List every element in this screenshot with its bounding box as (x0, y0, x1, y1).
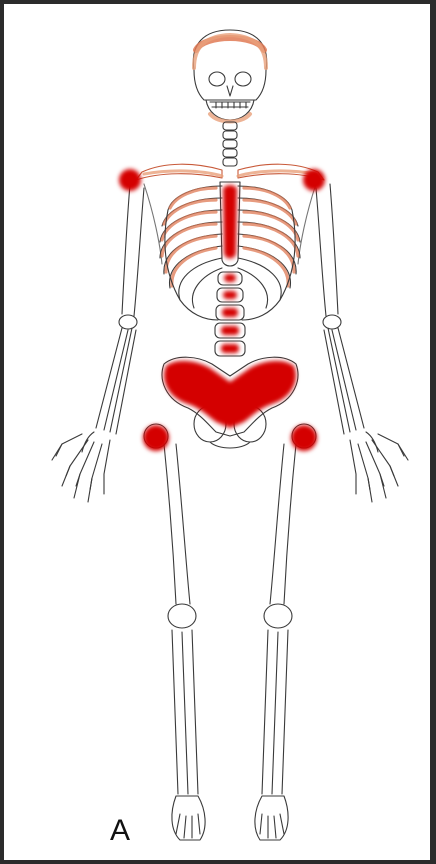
left-arm (52, 184, 144, 502)
skull (193, 30, 266, 122)
clavicles (136, 164, 324, 180)
marrow-pelvis (164, 361, 296, 428)
right-leg (255, 424, 316, 840)
figure-panel: A (4, 4, 430, 860)
red-marrow-regions (119, 169, 325, 451)
right-arm (316, 184, 408, 502)
panel-label: A (110, 814, 130, 848)
marrow-shoulder-right (303, 169, 325, 191)
marrow-shoulder-left (119, 169, 141, 191)
cervical-spine (223, 122, 237, 166)
marrow-hip-left (143, 425, 169, 451)
left-leg (144, 424, 205, 840)
marrow-hip-right (291, 425, 317, 451)
skeleton-illustration (4, 4, 430, 860)
marrow-sternum (223, 185, 237, 259)
